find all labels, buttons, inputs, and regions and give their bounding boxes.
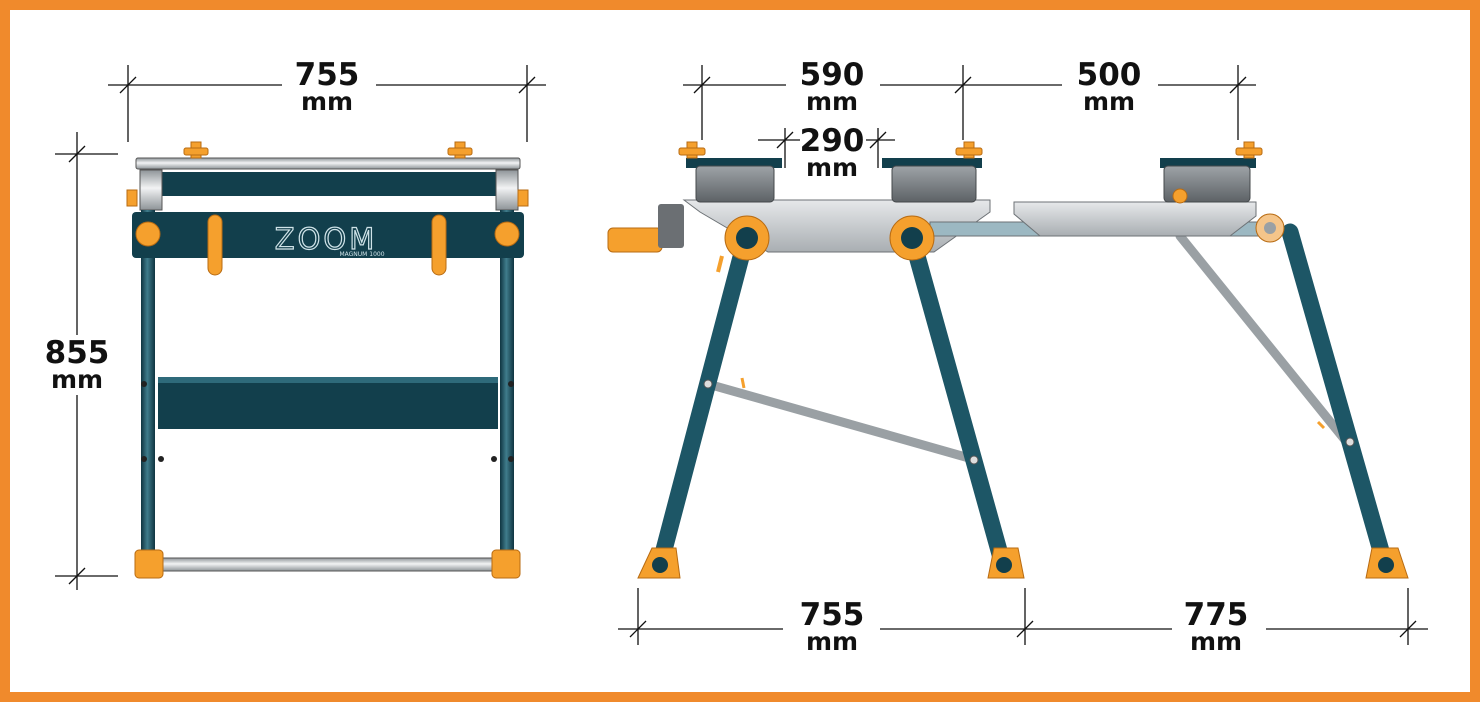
- side-view: [607, 65, 1428, 645]
- front-width-unit: mm: [300, 87, 354, 116]
- front-top-knob-right: [447, 141, 473, 159]
- front-mid-shelf: [158, 377, 498, 429]
- side-brace-left: [703, 379, 981, 465]
- side-bottom-dimension-lines: [618, 588, 1428, 645]
- front-bolts: [141, 381, 514, 462]
- side-small-details: [703, 255, 1355, 465]
- front-height-unit: mm: [50, 365, 104, 394]
- side-handle: [607, 227, 663, 253]
- side-clamp-box-1: [686, 158, 782, 203]
- diagram-frame: [10, 10, 1470, 692]
- side-leg-rear: [1281, 223, 1394, 574]
- front-top-knob-left: [183, 141, 209, 159]
- front-main-beam: [132, 212, 524, 258]
- brand-model-text: MAGNUM 1000: [339, 251, 384, 258]
- side-top-right-span-label: 500 mm: [1059, 57, 1159, 116]
- front-handle-left: [207, 214, 223, 276]
- front-handle-right: [431, 214, 447, 276]
- front-foot-right: [491, 549, 521, 579]
- front-side-knob-left: [135, 221, 161, 247]
- side-bottom-left-span-value: 755: [799, 597, 865, 633]
- brand-logo-text: ZOOM: [275, 222, 378, 256]
- front-width-value: 755: [294, 57, 360, 93]
- front-upper-bar: [162, 172, 496, 196]
- front-height-label: 855 mm: [27, 335, 127, 394]
- side-top-dimension-lines: [683, 65, 1256, 168]
- front-post-right: [495, 169, 519, 211]
- side-top-left-span-label: 590 mm: [782, 57, 882, 116]
- front-side-knob-right: [494, 221, 520, 247]
- side-bottom-right-span-label: 775 mm: [1166, 597, 1266, 656]
- side-leg-front-right: [903, 229, 1012, 574]
- side-pivot-rings: [724, 213, 1285, 261]
- side-top-right-span-unit: mm: [1082, 87, 1136, 116]
- front-leg-left: [141, 210, 155, 572]
- front-width-dimension-line: [108, 65, 546, 142]
- side-clamp-box-2: [882, 158, 982, 203]
- side-top-left-span-value: 590: [799, 57, 865, 93]
- side-top-left-span-unit: mm: [805, 87, 859, 116]
- front-clip-right: [517, 189, 529, 207]
- front-width-label: 755 mm: [277, 57, 377, 116]
- side-clamp-gap-unit: mm: [805, 153, 859, 182]
- side-top-right-span-value: 500: [1076, 57, 1142, 93]
- side-clamp-gap-value: 290: [799, 123, 865, 159]
- brand-logo: ZOOM MAGNUM 1000: [274, 221, 385, 258]
- side-leg-front-left: [651, 229, 755, 574]
- side-bottom-left-span-label: 755 mm: [782, 597, 882, 656]
- front-height-value: 855: [44, 335, 110, 371]
- front-post-left: [139, 169, 163, 211]
- front-bottom-rail: [149, 557, 507, 572]
- front-clip-left: [126, 189, 138, 207]
- front-height-dimension-line: [55, 132, 118, 590]
- side-brace-right: [1175, 231, 1350, 445]
- side-bottom-right-span-value: 775: [1183, 597, 1249, 633]
- side-clamp-box-3: [1160, 158, 1256, 204]
- side-top-knobs: [678, 141, 1263, 159]
- front-foot-left: [134, 549, 164, 579]
- side-clamp-gap-label: 290 mm: [782, 123, 882, 182]
- front-top-rail: [135, 157, 521, 170]
- front-leg-right: [500, 210, 514, 572]
- side-feet: [637, 547, 1409, 579]
- side-bottom-right-span-unit: mm: [1189, 627, 1243, 656]
- side-bottom-left-span-unit: mm: [805, 627, 859, 656]
- front-view: ZOOM MAGNUM 1000: [55, 65, 546, 590]
- side-extension-plate: [1013, 201, 1257, 237]
- side-handle-bracket: [658, 204, 684, 248]
